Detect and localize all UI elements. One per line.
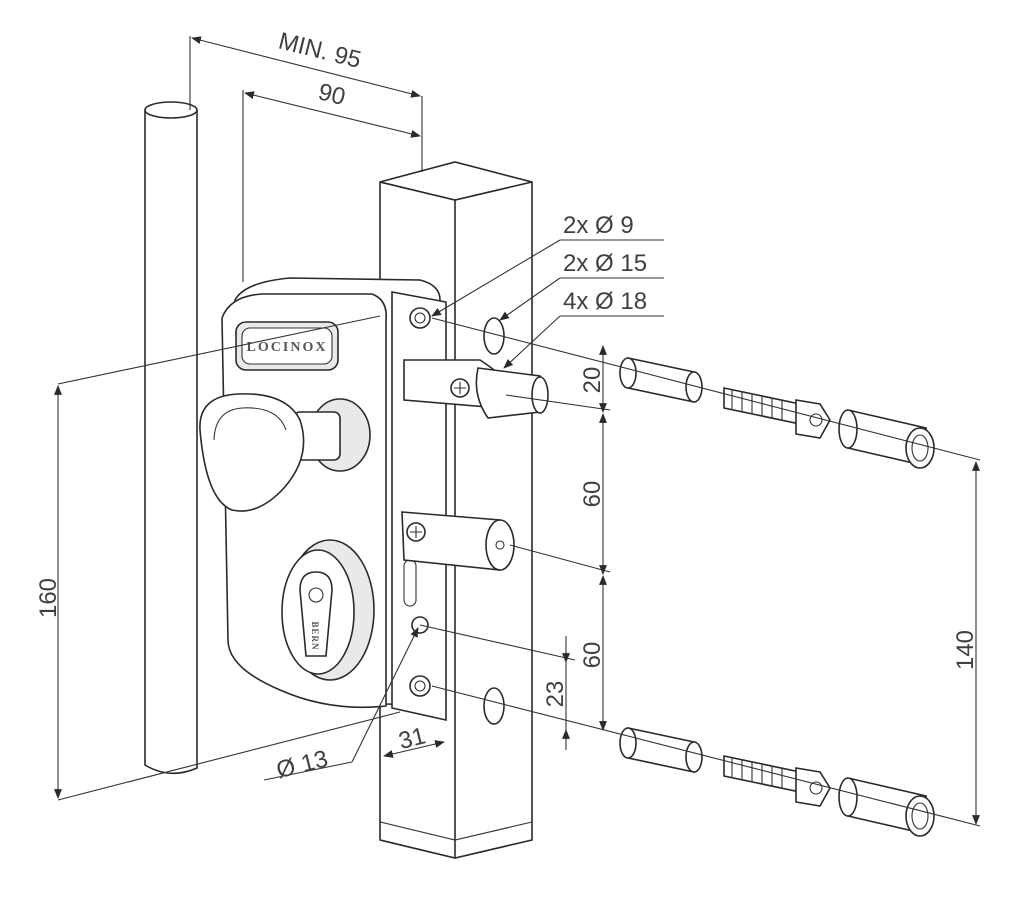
- dim-20: 20: [579, 345, 607, 413]
- offset-31-label: 31: [396, 722, 428, 755]
- dim-31: 31: [383, 722, 445, 758]
- knob: [199, 393, 371, 512]
- dim-140: 140: [952, 461, 980, 825]
- spacing-low-label: 60: [579, 642, 606, 669]
- spacing-top-label: 20: [579, 367, 606, 394]
- callout-hole-9: 2x Ø 9: [431, 212, 664, 317]
- callout-hole-15: 2x Ø 15: [499, 250, 664, 321]
- min-width-label: MIN. 95: [276, 27, 364, 74]
- dim-60-upper: 60: [579, 413, 607, 575]
- cylinder: BERN: [281, 539, 375, 681]
- extension-lines: [57, 36, 981, 827]
- latch-bolt: [403, 359, 549, 419]
- offset-23-label: 23: [542, 681, 569, 708]
- height-total-label: 160: [35, 578, 62, 618]
- fixing-set-bottom: [619, 727, 935, 837]
- width-label: 90: [316, 78, 348, 111]
- front-plate: [391, 291, 447, 721]
- brand-label: LOCINOX: [247, 340, 328, 355]
- dead-bolt: [401, 511, 515, 571]
- dim-60-lower: 60: [579, 575, 607, 731]
- post-hole-top: [483, 317, 505, 355]
- dim-23: 23: [542, 636, 570, 750]
- callout-hole-18: 4x Ø 18: [503, 288, 664, 369]
- brand-plate: LOCINOX: [235, 321, 339, 371]
- fixing-set-top: [619, 357, 935, 469]
- diameter-13-label: Ø 13: [274, 745, 331, 784]
- round-post: [144, 101, 198, 775]
- hole-9-label: 2x Ø 9: [563, 212, 634, 239]
- lock-body: LOCINOX BERN: [199, 277, 549, 725]
- dim-90: 90: [244, 78, 421, 138]
- post-hole-bottom: [483, 687, 505, 725]
- height-bolts-label: 140: [952, 630, 979, 670]
- dim-min-95: MIN. 95: [191, 27, 421, 98]
- hole-15-label: 2x Ø 15: [563, 250, 647, 277]
- dim-160: 160: [35, 385, 62, 799]
- hole-18-label: 4x Ø 18: [563, 288, 647, 315]
- spacing-mid-label: 60: [579, 481, 606, 508]
- cylinder-marking: BERN: [310, 621, 320, 650]
